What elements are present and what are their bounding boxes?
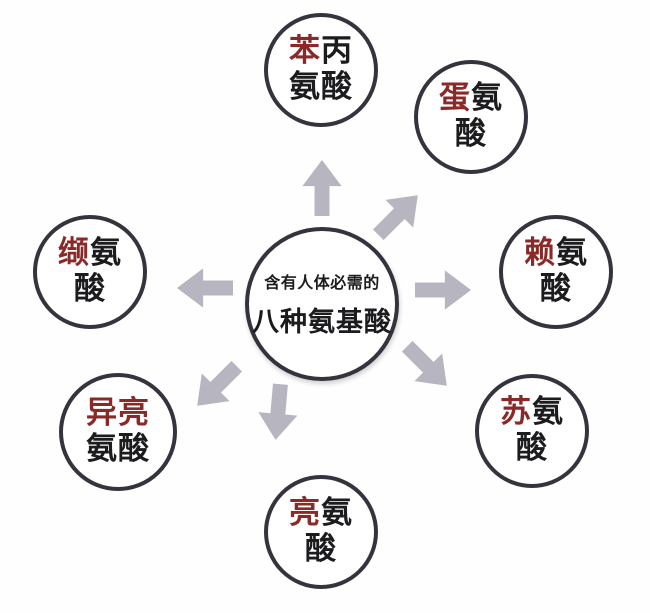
node-phenylalanine: 苯丙 氨酸 [264,13,378,127]
amino-name-accent: 异亮 [86,395,150,432]
amino-name-line1: 异亮 [86,396,150,432]
amino-name-accent: 缬 [58,235,90,272]
arrow-up-icon [302,160,342,216]
amino-name-accent: 蛋 [439,80,471,117]
amino-name-line1: 苯丙 [289,34,353,70]
arrow-down-right-icon [393,332,461,400]
amino-name-line2: 酸 [74,271,106,307]
amino-name-accent: 苏 [500,394,532,431]
amino-name-accent: 苯 [289,33,321,70]
amino-name-rest: 氨 [321,495,353,532]
node-lysine: 赖氨 酸 [499,215,613,329]
amino-name-line1: 缬氨 [58,236,122,272]
amino-name-line2: 氨酸 [86,431,150,467]
amino-name-rest: 氨 [471,80,503,117]
amino-name-line1: 苏氨 [500,395,564,431]
amino-name-rest: 氨 [556,235,588,272]
arrow-right-icon [415,270,471,310]
arrow-up-right-icon [364,181,432,249]
center-title: 八种氨基酸 [252,307,392,338]
amino-name-rest: 氨 [532,394,564,431]
node-valine: 缬氨 酸 [33,215,147,329]
amino-name-accent: 亮 [289,495,321,532]
center-circle: 含有人体必需的 八种氨基酸 [245,227,399,381]
arrow-down-icon [256,382,301,441]
amino-name-line1: 亮氨 [289,496,353,532]
center-subtitle: 含有人体必需的 [264,273,380,292]
amino-name-accent: 赖 [524,235,556,272]
amino-name-line2: 氨酸 [289,69,353,105]
node-threonine: 苏氨 酸 [475,374,589,488]
arrow-down-left-icon [183,352,251,420]
node-methionine: 蛋氨 酸 [414,60,528,174]
amino-name-line2: 酸 [540,271,572,307]
amino-name-line2: 酸 [516,430,548,466]
amino-name-line1: 蛋氨 [439,81,503,117]
amino-name-line2: 酸 [455,116,487,152]
amino-name-line1: 赖氨 [524,236,588,272]
arrow-left-icon [177,268,233,308]
amino-name-rest: 氨 [90,235,122,272]
node-leucine: 亮氨 酸 [264,475,378,589]
amino-name-line2: 酸 [305,531,337,567]
node-isoleucine: 异亮 氨酸 [59,373,177,491]
amino-name-rest: 丙 [321,33,353,70]
